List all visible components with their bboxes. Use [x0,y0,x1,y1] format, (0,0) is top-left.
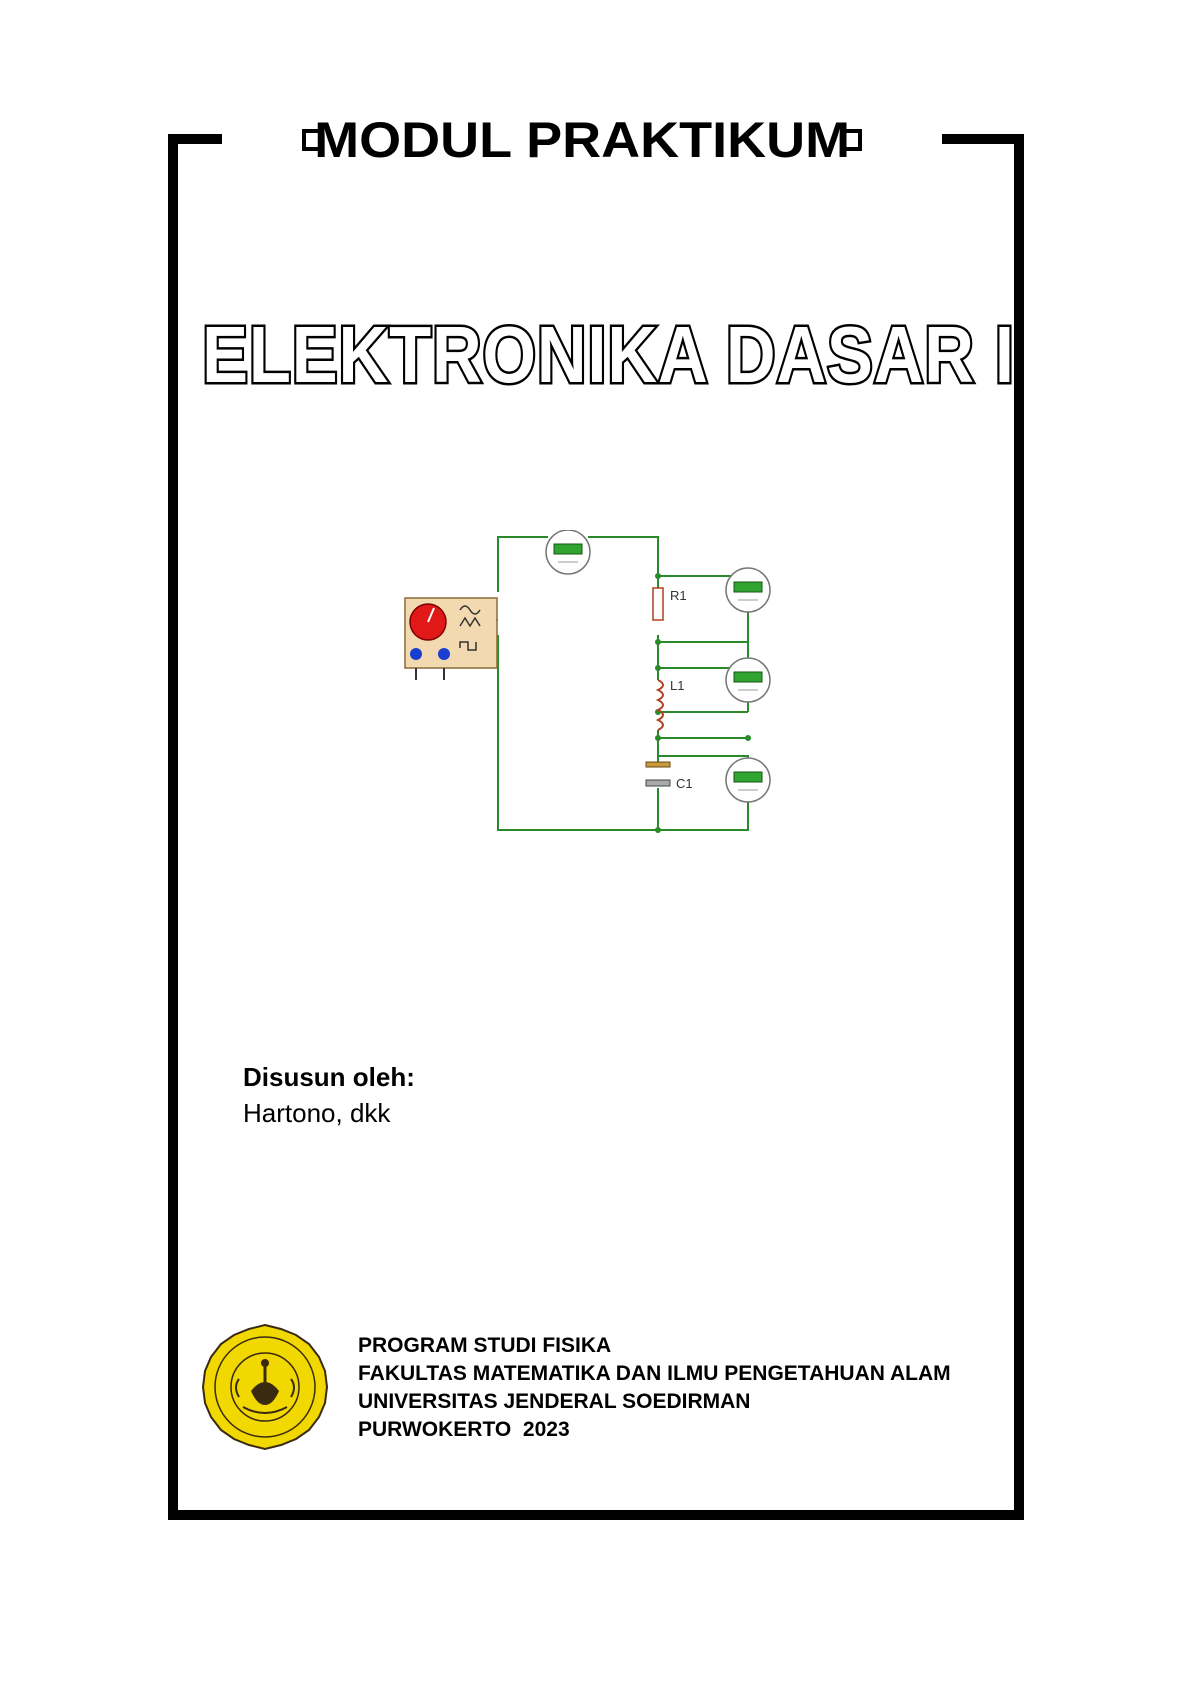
author-label: Disusun oleh: [243,1062,415,1092]
author-name: Hartono, dkk [243,1098,391,1128]
institution-line-city-year: PURWOKERTO 2023 [358,1418,570,1441]
voltmeter-r1 [725,567,771,613]
voltmeter-c1 [725,757,771,803]
circuit-wires [488,536,749,831]
function-generator [404,597,498,680]
course-title-block: ELEKTRONIKA DASAR I [200,300,1016,410]
label-c1: C1 [676,776,693,791]
institution-line-faculty: FAKULTAS MATEMATIKA DAN ILMU PENGETAHUAN… [358,1362,951,1385]
inductor-l1: L1 [655,678,684,731]
series-title-banner: MODUL PRAKTIKUM [222,112,942,168]
university-seal-logo [201,1323,329,1451]
label-l1: L1 [670,678,684,693]
institution-block: PROGRAM STUDI FISIKA FAKULTAS MATEMATIKA… [358,1332,951,1444]
label-r1: R1 [670,588,687,603]
course-title: ELEKTRONIKA DASAR I [200,310,1016,399]
voltmeter-l1 [725,657,771,703]
resistor-r1: R1 [652,587,687,621]
institution-line-program: PROGRAM STUDI FISIKA [358,1334,612,1357]
capacitor-c1: C1 [645,761,693,791]
institution-line-university: UNIVERSITAS JENDERAL SOEDIRMAN [358,1390,751,1413]
ammeter-top [545,530,591,575]
rlc-circuit-diagram: R1 L1 C1 [404,530,771,833]
series-title: MODUL PRAKTIKUM [314,112,850,168]
square-ornament-icon [840,129,863,151]
square-ornament-icon [301,129,324,151]
